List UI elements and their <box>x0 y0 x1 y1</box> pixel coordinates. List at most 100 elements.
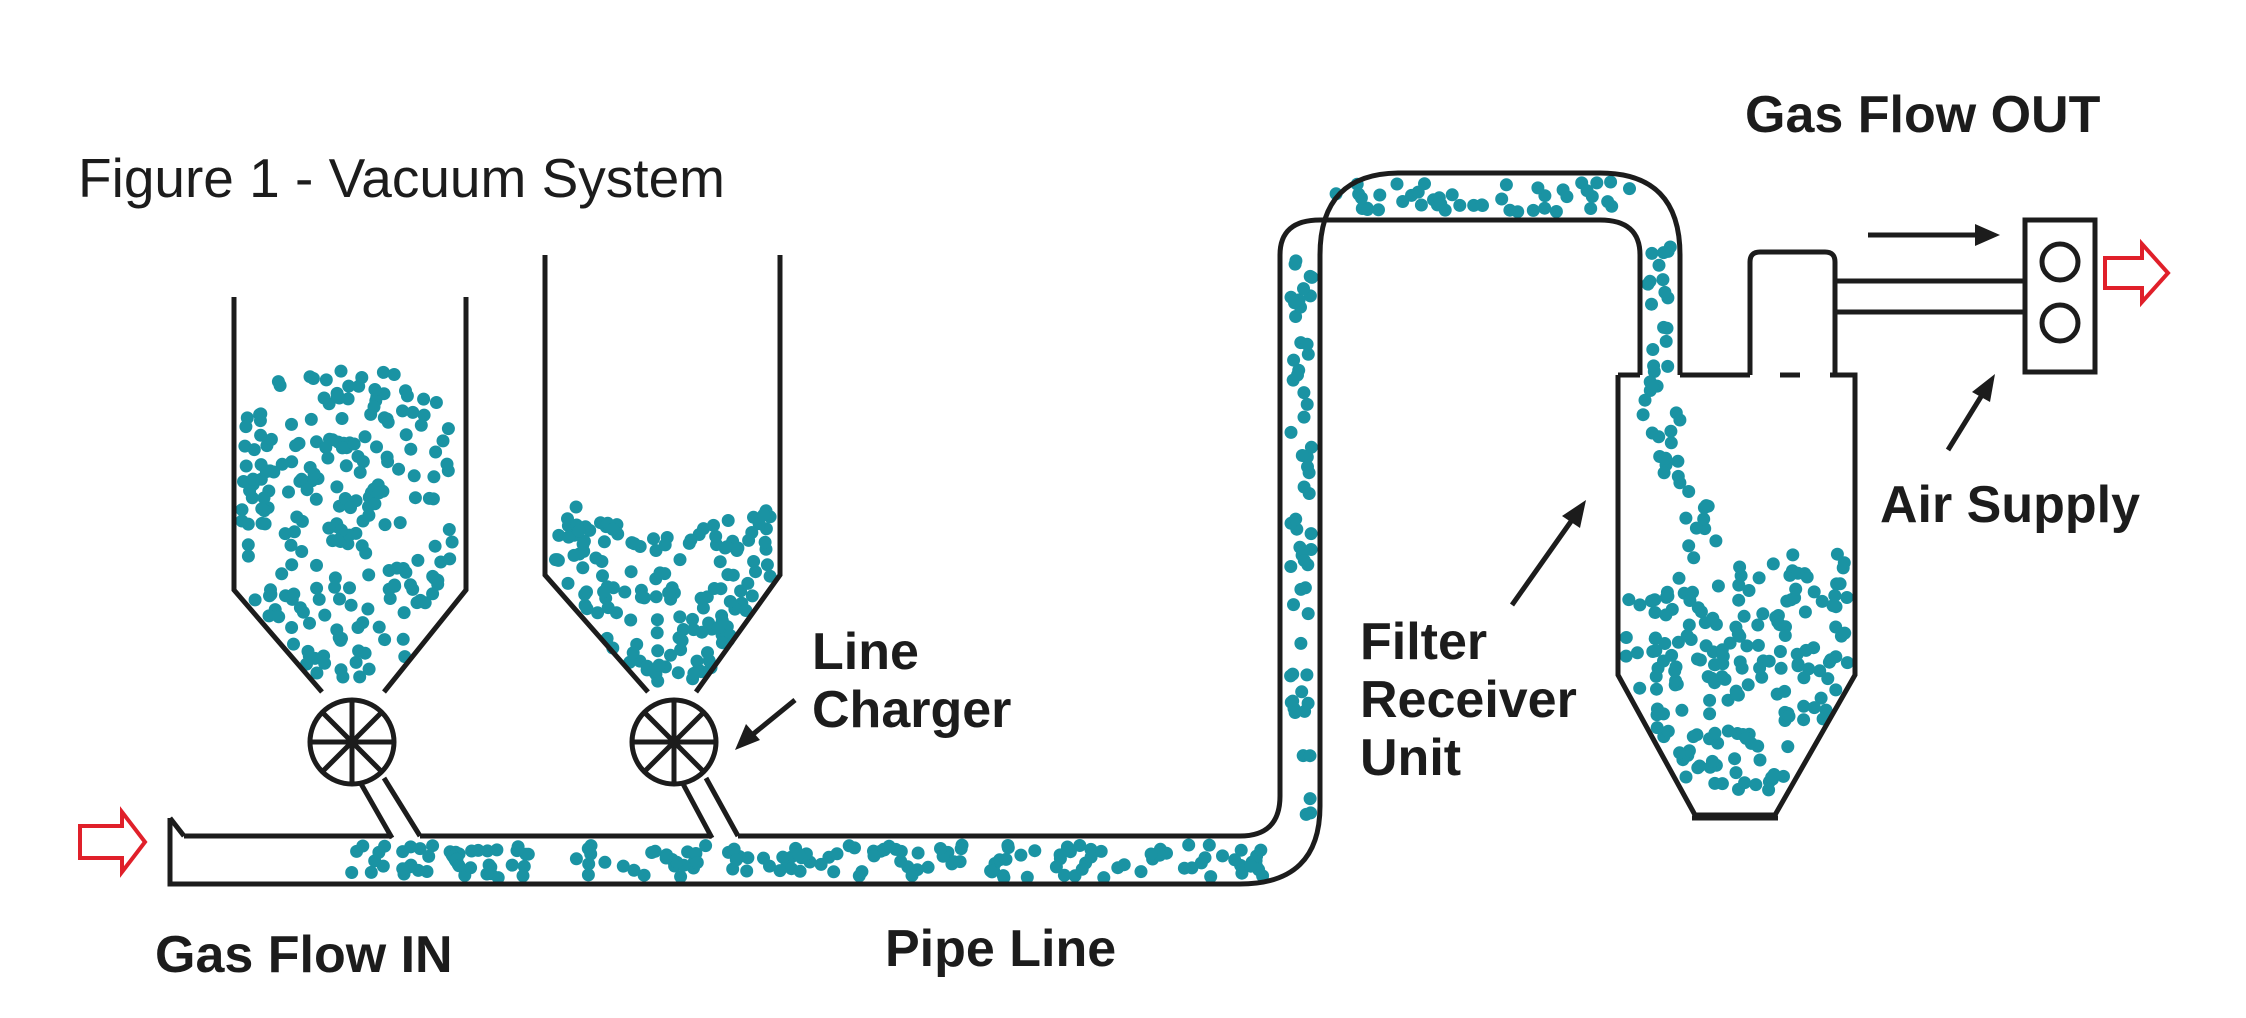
particle-dot <box>1396 195 1410 208</box>
particle-dot <box>650 613 664 627</box>
particle-dot <box>662 586 676 600</box>
particle-dot <box>321 451 335 465</box>
particle-dot <box>303 461 317 474</box>
particle-dot <box>1737 609 1751 623</box>
particle-dot <box>396 632 410 646</box>
particle-dot <box>1495 192 1509 206</box>
particle-dot <box>645 846 659 859</box>
particle-dot <box>306 372 320 385</box>
particle-dot <box>1784 593 1798 607</box>
particle-dot <box>335 412 349 425</box>
particle-dot <box>390 561 404 575</box>
particle-dot <box>1715 643 1729 657</box>
particle-dot <box>569 500 583 514</box>
particle-dot <box>1739 731 1753 745</box>
particle-dot <box>1799 643 1813 657</box>
particle-dot <box>1300 337 1314 351</box>
particle-dot <box>264 432 278 446</box>
particle-dot <box>1815 594 1829 608</box>
particle-dot <box>626 646 640 660</box>
particle-dot <box>1813 664 1827 678</box>
particle-dot <box>578 587 592 601</box>
particle-dot <box>659 851 673 865</box>
particle-dot <box>1671 469 1685 483</box>
particle-dot <box>1286 667 1300 681</box>
particle-dot <box>300 483 314 497</box>
particle-dot <box>1705 754 1719 768</box>
particle-dot <box>1028 844 1042 858</box>
particle-dot <box>410 596 424 610</box>
particle-dot <box>1682 744 1696 758</box>
particle-dot <box>490 843 504 857</box>
particle-dot <box>842 839 856 853</box>
filter-receiver-label-line1: Filter <box>1360 613 1488 671</box>
particle-dot <box>713 555 727 569</box>
particle-dot <box>341 392 355 406</box>
particle-dot <box>650 626 664 640</box>
particle-dot <box>407 469 421 483</box>
particle-dot <box>1304 527 1318 541</box>
particle-dot <box>911 846 925 860</box>
particle-dot <box>347 437 361 451</box>
particle-dot <box>653 566 667 580</box>
particle-dot <box>747 555 761 568</box>
particle-dot <box>367 400 381 414</box>
particle-dot <box>404 578 417 592</box>
particle-dot <box>1663 240 1677 254</box>
particle-dot <box>552 528 566 542</box>
particle-dot <box>400 389 414 403</box>
particle-dot <box>855 865 869 879</box>
particle-dot <box>452 859 466 873</box>
particle-dot <box>393 516 407 530</box>
particle-dot <box>1708 776 1722 790</box>
particle-dot <box>248 593 262 607</box>
particle-dot <box>1302 466 1316 480</box>
particle-dot <box>684 533 698 547</box>
particle-dot <box>427 470 441 484</box>
particle-dot <box>441 422 455 436</box>
particle-dot <box>429 396 443 409</box>
particle-dot <box>295 472 309 486</box>
particle-dot <box>417 392 431 406</box>
particle-dot <box>1604 175 1618 189</box>
particle-dot <box>726 568 740 582</box>
particle-dot <box>1789 582 1803 596</box>
particle-dot <box>376 365 390 379</box>
particle-dot <box>1438 203 1452 217</box>
particle-dot <box>757 508 771 522</box>
particle-dot <box>671 666 685 680</box>
particle-dot <box>344 598 358 612</box>
particle-dot <box>776 850 790 864</box>
particle-dot <box>1828 589 1842 603</box>
particle-dot <box>344 501 357 515</box>
particle-dot <box>1683 594 1697 607</box>
particle-dot <box>591 606 605 620</box>
particle-dot <box>368 497 382 511</box>
particle-dot <box>729 853 743 867</box>
particle-dot <box>1295 449 1309 462</box>
particle-dot <box>1297 480 1311 494</box>
particle-dot <box>312 592 326 606</box>
particle-dot <box>1372 203 1385 217</box>
particle-dot <box>422 849 436 863</box>
particle-dot <box>760 558 774 572</box>
particle-dot <box>1590 176 1604 190</box>
particle-dot <box>275 567 289 581</box>
particle-dot <box>387 368 401 381</box>
particle-dot <box>1288 706 1302 719</box>
particle-dot <box>397 606 411 620</box>
particle-dot <box>882 839 896 853</box>
particle-dot <box>1738 776 1752 790</box>
particle-dot <box>1708 658 1722 672</box>
particle-dot <box>1682 539 1696 553</box>
particle-dot <box>905 869 919 882</box>
particle-dot <box>1297 410 1311 424</box>
particle-dot <box>1833 577 1847 591</box>
particle-dot <box>699 839 713 853</box>
particle-dot <box>1658 285 1672 299</box>
particle-dot <box>1117 858 1131 872</box>
particle-dot <box>241 517 255 531</box>
particle-dot <box>1645 426 1659 440</box>
particle-dot <box>572 524 586 538</box>
particle-dot <box>1766 557 1780 571</box>
